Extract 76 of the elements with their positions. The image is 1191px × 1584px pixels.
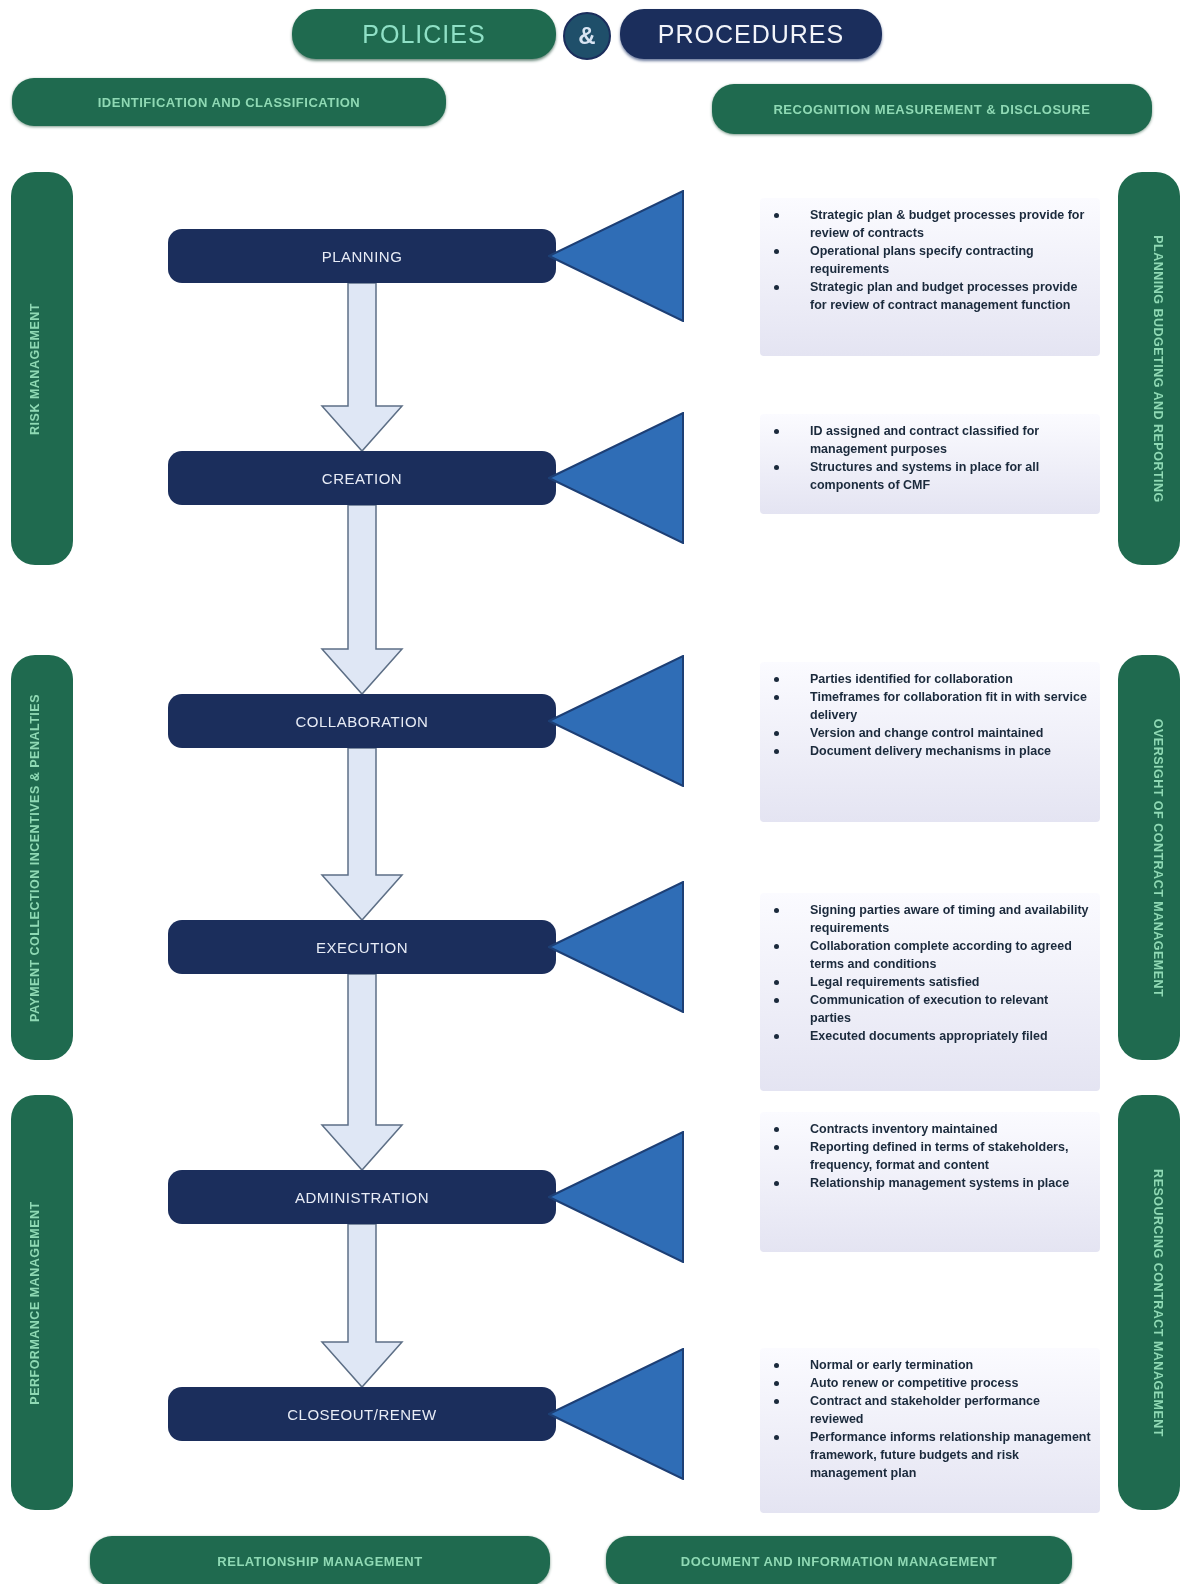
label-text: POLICIES [362,19,486,49]
hollow-arrow [320,747,404,922]
stage-pill [168,694,556,748]
bullet-text: Contracts inventory maintained [810,1122,998,1136]
bullet-text: Relationship management systems in place [810,1176,1070,1190]
label-text: RESOURCING CONTRACT MANAGEMENT [1149,1167,1164,1439]
label-text: ADMINISTRATION [294,1188,430,1206]
label-text: PLANNING [321,247,403,265]
label-text: PERFORMANCE MANAGEMENT [27,1199,42,1407]
bullet-text: Collaboration complete according to agreed terms and conditions [810,939,1072,971]
header-band [90,1536,550,1584]
bullet-text: Performance informs relationship management framework, future budgets and risk management plan [810,1430,1091,1480]
title-pill [292,9,556,59]
label-text: & [578,22,596,50]
checklist-panel [760,414,1100,514]
side-band [11,172,73,565]
title-pill [620,9,882,59]
bullet-text: Reporting defined in terms of stakeholders, frequency, format and content [810,1140,1069,1172]
triangle-pointer [548,655,684,787]
stage-pill [168,1387,556,1441]
bullet-text: ID assigned and contract classified for management purposes [810,424,1040,456]
label-text: RELATIONSHIP MANAGEMENT [217,1553,423,1569]
bullet-text: Operational plans specify contracting requirements [810,244,1034,276]
label-text: CREATION [321,469,403,487]
bullet-text: Version and change control maintained [810,726,1044,740]
triangle-pointer [548,412,684,544]
bullet-text: Strategic plan and budget processes provide for review of contract management function [810,280,1078,312]
bullet-text: Structures and systems in place for all components of CMF [810,460,1040,492]
side-band [1118,655,1180,1060]
stage-pill [168,451,556,505]
bullet-text: Timeframes for collaboration fit in with service delivery [810,690,1087,722]
side-band [11,1095,73,1510]
label-text: PLANNING BUDGETING AND REPORTING [1149,233,1164,505]
label-text: RECOGNITION MEASUREMENT & DISCLOSURE [773,101,1091,117]
stage-pill [168,229,556,283]
bullet-text: Signing parties aware of timing and availability requirements [810,903,1089,935]
header-band [712,84,1152,134]
bullet-text: Parties identified for collaboration [810,672,1013,686]
label-text: IDENTIFICATION AND CLASSIFICATION [97,94,361,110]
bullet-text: Contract and stakeholder performance reviewed [810,1394,1040,1426]
hollow-arrow [320,973,404,1172]
hollow-arrow [320,1223,404,1389]
checklist-panel [760,1348,1100,1513]
side-band [1118,1095,1180,1510]
header-band [12,78,446,126]
label-text: CLOSEOUT/RENEW [287,1405,437,1423]
triangle-pointer [548,881,684,1013]
triangle-pointer [548,1348,684,1480]
triangle-pointer [548,190,684,322]
hollow-arrow [320,282,404,453]
ampersand-circle [563,12,611,60]
bullet-text: Legal requirements satisfied [810,975,980,989]
bullet-text: Executed documents appropriately filed [810,1029,1048,1043]
checklist-panel [760,1112,1100,1252]
checklist-panel [760,662,1100,822]
stage-pill [168,1170,556,1224]
side-band [1118,172,1180,565]
triangle-pointer [548,1131,684,1263]
label-text: EXECUTION [316,938,408,956]
label-text: PROCEDURES [657,19,845,49]
label-text: COLLABORATION [295,712,429,730]
bullet-text: Auto renew or competitive process [810,1376,1019,1390]
checklist-panel [760,198,1100,356]
label-text: DOCUMENT AND INFORMATION MANAGEMENT [680,1553,998,1569]
stage-pill [168,920,556,974]
label-text: RISK MANAGEMENT [27,301,42,437]
side-band [11,655,73,1060]
label-text: OVERSIGHT OF CONTRACT MANAGEMENT [1149,717,1164,999]
bullet-text: Communication of execution to relevant parties [810,993,1049,1025]
bullet-text: Strategic plan & budget processes provide for review of contracts [810,208,1085,240]
bullet-text: Normal or early termination [810,1358,974,1372]
hollow-arrow [320,504,404,696]
bullet-text: Document delivery mechanisms in place [810,744,1052,758]
checklist-panel [760,893,1100,1091]
label-text: PAYMENT COLLECTION INCENTIVES & PENALTIES [27,692,42,1024]
header-band [606,1536,1072,1584]
